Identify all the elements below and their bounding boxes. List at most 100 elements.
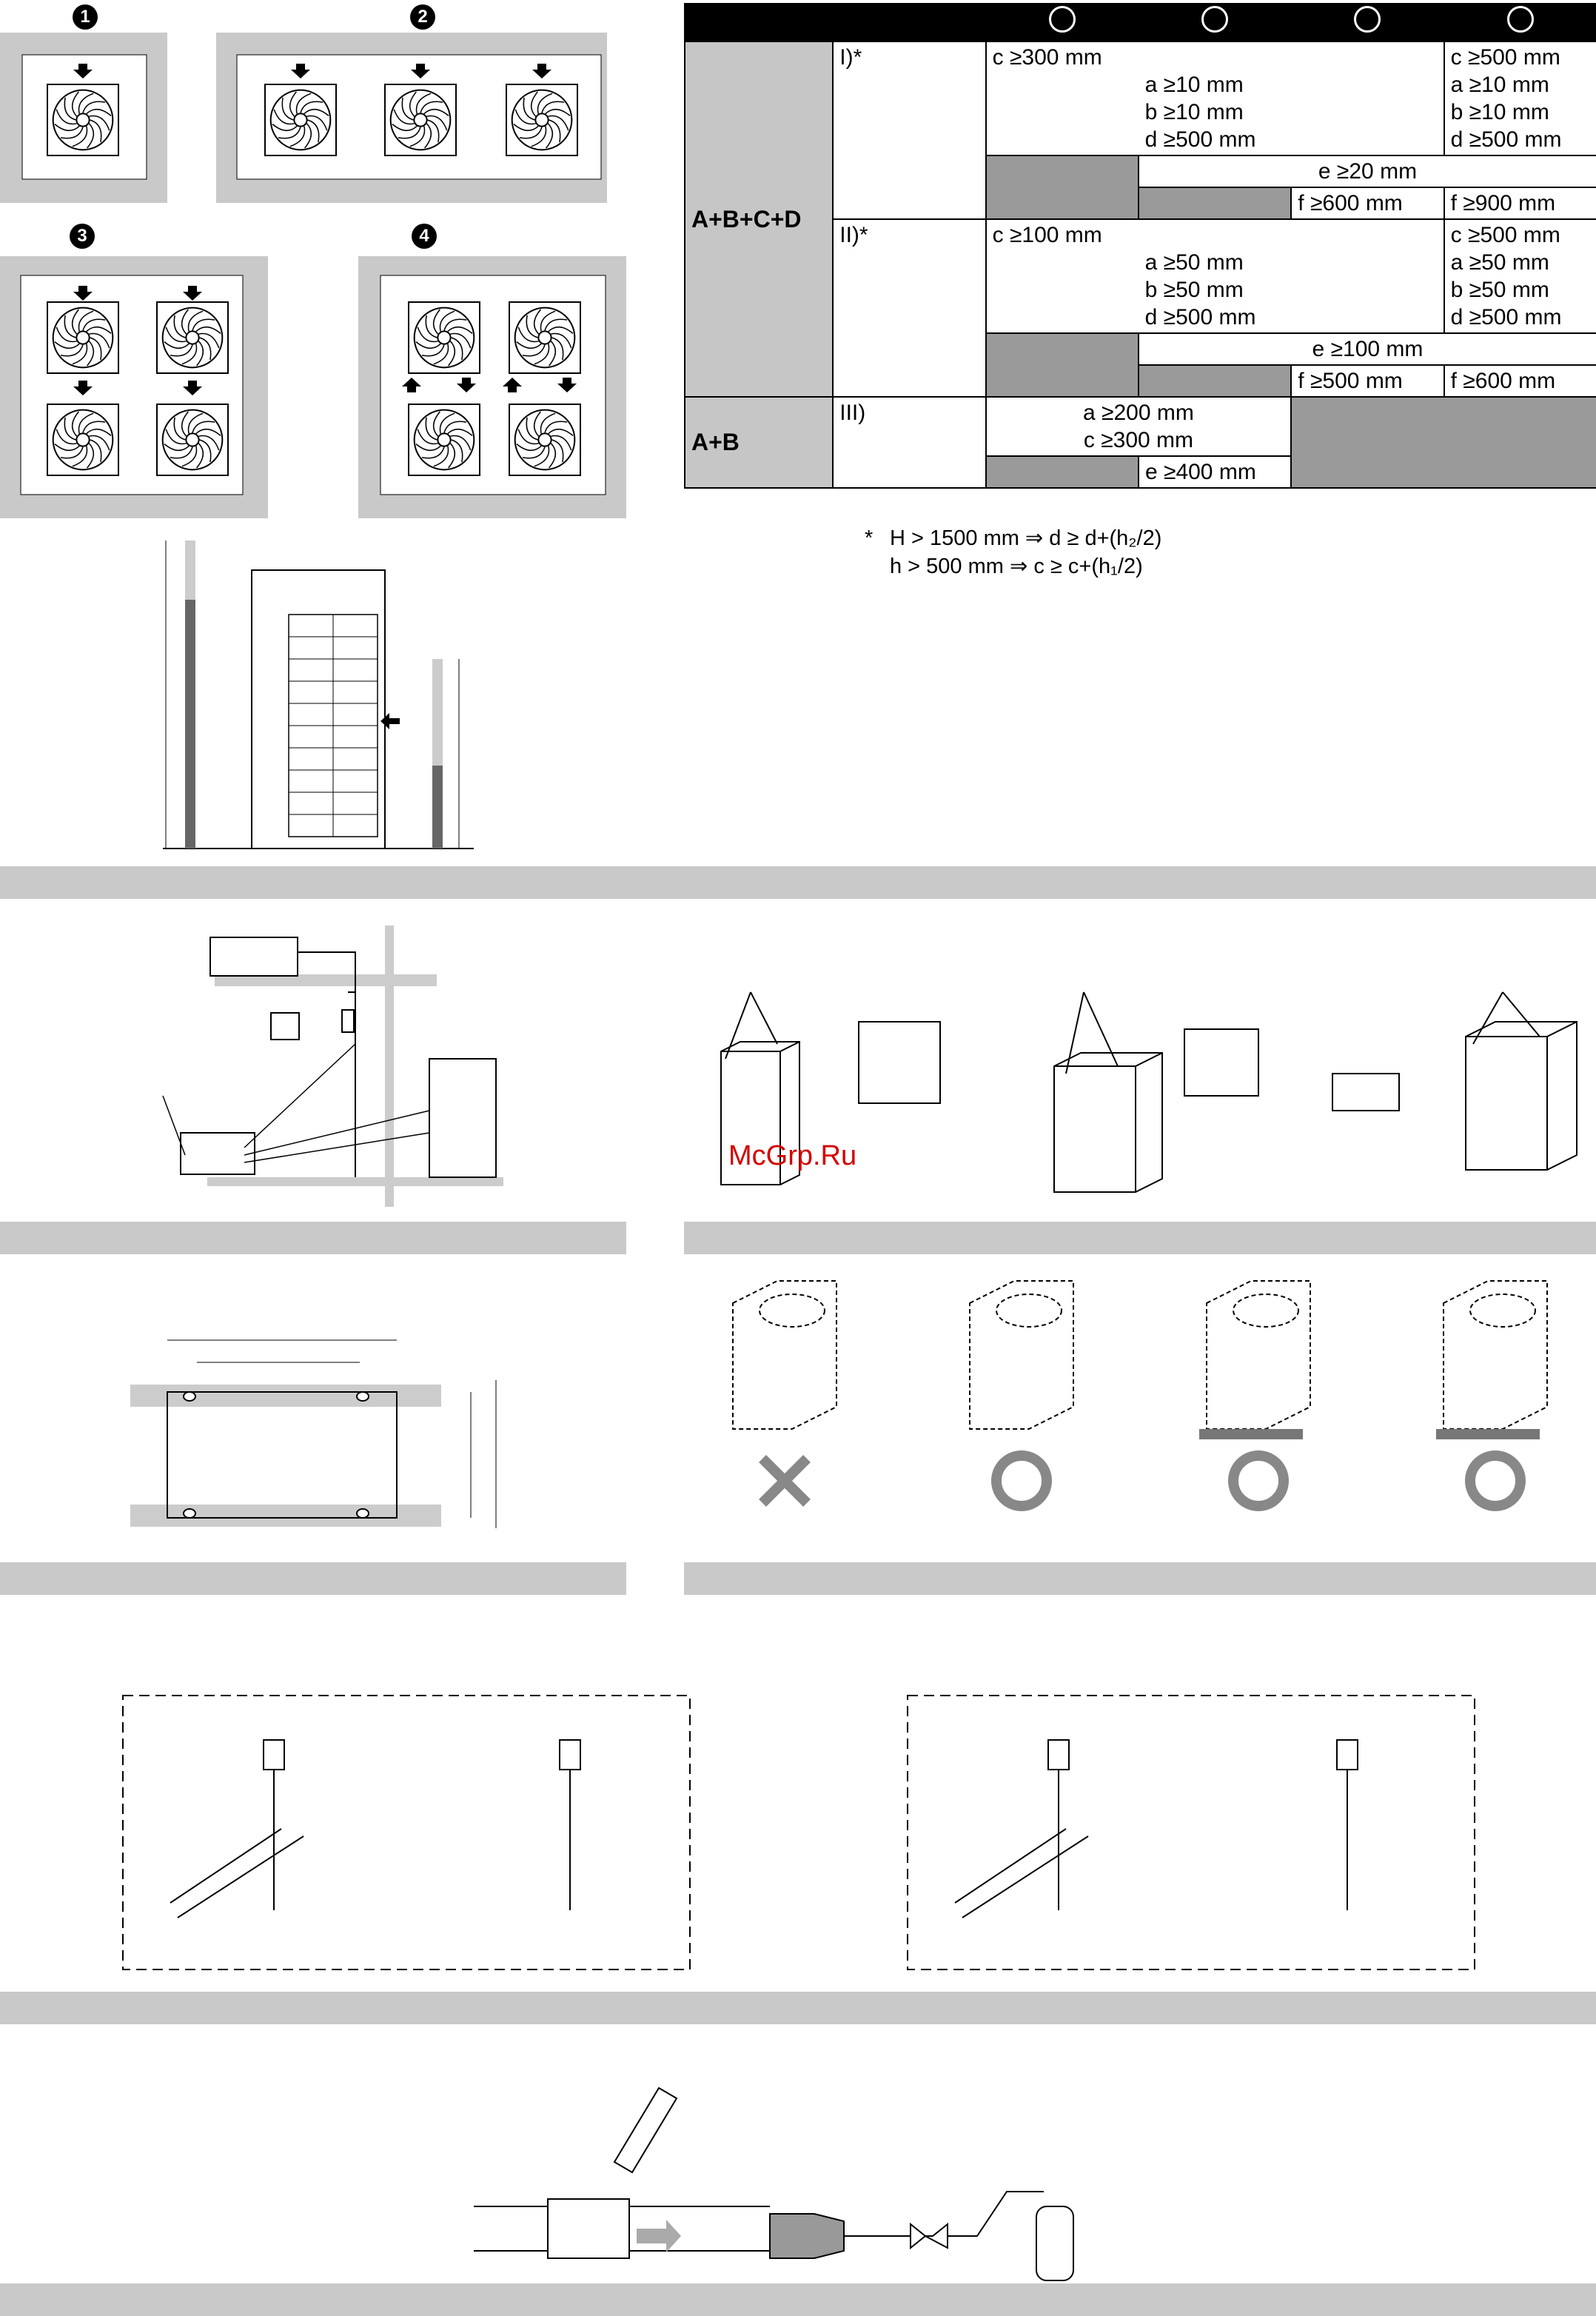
valve-icon: [263, 1739, 285, 1770]
lifting-strap-icon: [725, 991, 1540, 1074]
circle-icon: [1354, 6, 1381, 33]
figure-number-3: 3: [70, 224, 95, 249]
section-band: [0, 1562, 626, 1595]
arrow-icon: [532, 64, 551, 78]
support-beam: [1436, 1429, 1540, 1439]
bolt-hole: [356, 1391, 369, 1402]
indoor-unit-icon: [209, 937, 298, 977]
foundation-beam: [130, 1385, 441, 1407]
group-abcd: A+B+C+D: [683, 41, 834, 398]
support-option: [1199, 1280, 1311, 1511]
wall: [185, 600, 195, 849]
arrow-icon: [411, 64, 430, 78]
case-1-right-values: c ≥500 mm a ≥10 mm b ≥10 mm d ≥500 mm: [1443, 41, 1596, 156]
wall-upper: [185, 540, 195, 600]
fan-unit-icon: [47, 84, 119, 156]
fan-unit-icon: [408, 404, 480, 476]
torch-icon: [613, 2086, 678, 2174]
detail-box: [907, 1695, 1475, 1970]
arrow-icon: [291, 64, 310, 78]
wall-short: [432, 766, 443, 849]
outdoor-unit-icon: [1465, 1021, 1577, 1171]
side-elevation-drawing: [163, 540, 474, 849]
fan-unit-icon: [47, 301, 119, 374]
reducer: [769, 2213, 845, 2259]
clearance-table: A+B+C+D I)* c ≥300 mm a ≥10 mm b ≥10 mm …: [683, 3, 1596, 489]
coupling: [547, 2198, 630, 2259]
case-1-e: e ≥20 mm: [1137, 155, 1596, 188]
foundation-support-options: [732, 1280, 1548, 1511]
support-option: [1436, 1280, 1548, 1511]
wiring-diagram: [162, 926, 503, 1207]
case-2-e: e ≥100 mm: [1137, 332, 1596, 366]
valve-icon: [559, 1739, 581, 1770]
case-1-f2: f ≥900 mm: [1443, 187, 1596, 220]
case-3-values: a ≥200 mm c ≥300 mm: [985, 396, 1292, 456]
arrow-icon: [73, 286, 93, 301]
section-band: [0, 1222, 626, 1254]
fan-unit-icon: [509, 404, 581, 476]
section-band: [0, 1992, 1596, 2024]
fan-unit-icon: [509, 301, 581, 374]
valve-icon: [1047, 1739, 1070, 1770]
case-3: III): [832, 396, 987, 489]
piping-connection-details: [122, 1695, 1475, 1970]
bolt-hole: [183, 1508, 196, 1519]
table-header-row: [683, 3, 1596, 42]
section-band: [684, 1562, 1596, 1595]
support-option: [969, 1280, 1074, 1511]
circle-ok-icon: [1228, 1450, 1289, 1511]
wall-short-upper: [432, 659, 443, 766]
watermark: McGrp.Ru: [728, 1140, 857, 1171]
fan-unit-icon: [506, 84, 578, 156]
support-beam: [1199, 1429, 1303, 1439]
arrow-icon: [73, 381, 93, 395]
wire-lines: [162, 1043, 430, 1163]
figure-number-4: 4: [412, 224, 437, 249]
valve-icon: [1336, 1739, 1358, 1770]
arrow-icon: [457, 378, 476, 392]
outdoor-unit-icon: [251, 569, 386, 849]
gas-cylinder-icon: [1036, 2206, 1074, 2281]
detail-view: [1332, 1073, 1400, 1111]
support-option: [732, 1280, 837, 1507]
arrow-icon: [503, 378, 522, 392]
arrow-icon: [73, 64, 93, 78]
sensor-icon: [341, 1009, 355, 1033]
outdoor-unit-icon: [1053, 1052, 1163, 1193]
case-2-right-values: c ≥500 mm a ≥50 mm b ≥50 mm d ≥500 mm: [1443, 218, 1596, 334]
case-2-f2: f ≥600 mm: [1443, 364, 1596, 398]
circle-ok-icon: [991, 1450, 1052, 1511]
bolt-hole: [356, 1508, 369, 1519]
outdoor-unit-icon: [429, 1058, 497, 1178]
case-2-f1: f ≥500 mm: [1290, 364, 1445, 398]
arrow-icon: [183, 286, 202, 301]
wall: [385, 926, 394, 1207]
figure-number-1: 1: [73, 4, 98, 30]
circle-ok-icon: [1465, 1450, 1526, 1511]
bolt-hole: [183, 1391, 196, 1402]
valve-icon: [844, 2222, 948, 2250]
case-2-values: c ≥100 mm a ≥50 mm b ≥50 mm d ≥500 mm: [985, 218, 1445, 334]
fan-unit-icon: [408, 301, 480, 374]
group-ab: A+B: [683, 396, 834, 489]
case-1-values: c ≥300 mm a ≥10 mm b ≥10 mm d ≥500 mm: [985, 41, 1445, 155]
pipe-line: [298, 951, 356, 1177]
figure-number-2: 2: [410, 4, 435, 30]
section-band: [0, 2283, 1596, 2316]
case-3-e: e ≥400 mm: [1137, 455, 1292, 489]
case-2: II)*: [832, 218, 987, 398]
lifting-diagrams: [720, 991, 1577, 1193]
controller-icon: [270, 1012, 300, 1040]
section-band: [0, 866, 1596, 899]
circle-icon: [1201, 6, 1229, 33]
outdoor-unit-icon: [720, 1041, 800, 1185]
ceiling: [215, 974, 437, 986]
fan-unit-icon: [384, 84, 457, 156]
foundation-beam: [130, 1505, 441, 1527]
control-box-icon: [180, 1132, 255, 1175]
pipe-line: [954, 1828, 1089, 1918]
fan-unit-icon: [47, 404, 119, 476]
circle-icon: [1506, 6, 1534, 33]
detail-view: [1184, 1028, 1259, 1097]
